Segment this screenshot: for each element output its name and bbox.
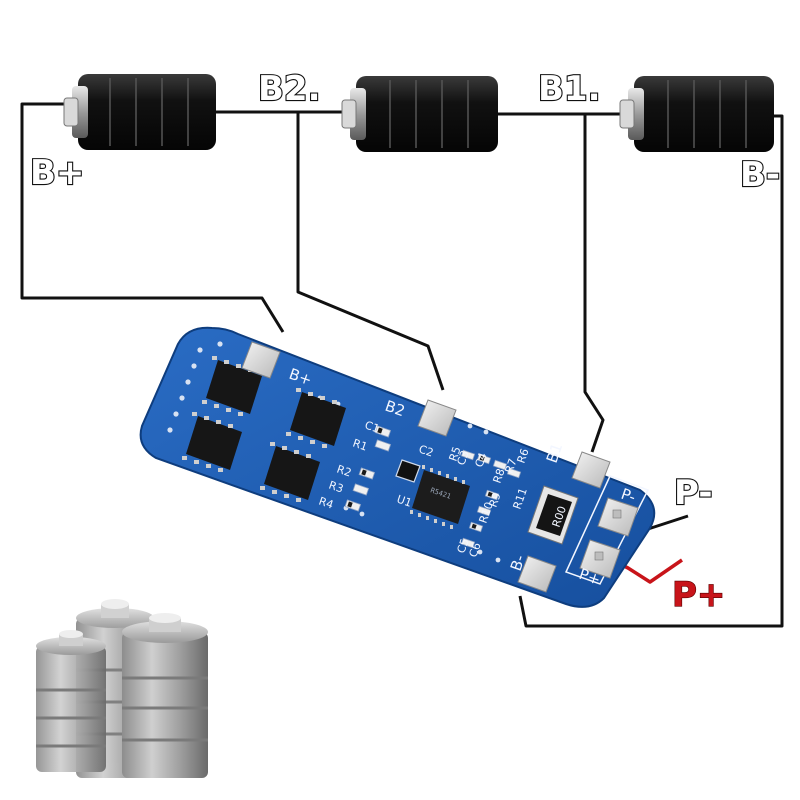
silk-ref: R5 bbox=[447, 445, 464, 463]
wiring bbox=[20, 102, 784, 628]
silk-ref: C6 bbox=[467, 541, 484, 559]
pad-p-minus bbox=[597, 497, 639, 537]
label-p-minus: P- bbox=[674, 473, 712, 513]
silk-ref: R2 bbox=[335, 463, 353, 480]
silk-ref: U1 bbox=[395, 493, 413, 510]
pcb-substrate bbox=[139, 326, 656, 608]
battery-cell-3 bbox=[619, 76, 774, 152]
cylinder-battery-icon bbox=[63, 74, 216, 150]
silk-ref: R8 bbox=[491, 467, 508, 485]
silk-b2: B2 bbox=[383, 397, 408, 420]
silk-ref: C3 bbox=[455, 449, 472, 467]
mosfet-q3 bbox=[182, 412, 242, 472]
grey-battery-icon bbox=[122, 613, 208, 778]
mosfet-q4 bbox=[260, 442, 320, 502]
silk-ref: R1 bbox=[351, 437, 369, 454]
silk-ref: C1 bbox=[363, 419, 381, 436]
battery-cell-2 bbox=[341, 76, 498, 152]
pad-p-plus bbox=[579, 539, 621, 579]
silk-ref: R9 bbox=[487, 491, 504, 509]
mosfet-q1 bbox=[202, 356, 262, 416]
passive-components bbox=[344, 425, 522, 549]
silk-ref: C5 bbox=[455, 537, 472, 555]
pad-b-minus bbox=[517, 555, 557, 593]
label-b1: B1. bbox=[538, 69, 601, 109]
silk-b1: B1 bbox=[543, 441, 566, 466]
silk-ref: C4 bbox=[473, 451, 490, 469]
grey-battery-icon bbox=[36, 630, 106, 772]
silk-ref: C2 bbox=[417, 443, 435, 460]
silk-ref: R6 bbox=[515, 447, 532, 465]
cylinder-battery-icon bbox=[341, 76, 498, 152]
wire-b2 bbox=[296, 112, 445, 391]
wire-b-minus bbox=[518, 114, 784, 628]
label-p-plus: P+ bbox=[672, 575, 725, 615]
sense-resistor: R00 bbox=[527, 485, 579, 545]
pad-b1 bbox=[571, 451, 611, 489]
battery-cell-1 bbox=[63, 74, 216, 150]
label-b-minus: B- bbox=[740, 155, 780, 195]
label-b2: B2. bbox=[258, 69, 321, 109]
silk-ref: R7 bbox=[503, 457, 520, 475]
protection-ic-u1: R5421 bbox=[410, 465, 470, 529]
wire-b-plus bbox=[20, 102, 285, 333]
mosfet-q2 bbox=[286, 388, 346, 448]
pad-b2 bbox=[417, 399, 457, 437]
bms-pcb-board: R5421 bbox=[139, 326, 656, 608]
silk-ref: R3 bbox=[327, 479, 345, 496]
capacitor-c2 bbox=[395, 459, 421, 483]
battery-stack-icon bbox=[36, 599, 208, 778]
silk-b-minus: B- bbox=[507, 553, 529, 574]
label-b-plus: B+ bbox=[30, 153, 84, 193]
pad-b-plus bbox=[241, 341, 281, 379]
silk-p-minus: P- bbox=[619, 485, 638, 507]
cylinder-battery-icon bbox=[619, 76, 774, 152]
silk-ref: R4 bbox=[317, 495, 335, 512]
wire-b1 bbox=[583, 114, 605, 453]
